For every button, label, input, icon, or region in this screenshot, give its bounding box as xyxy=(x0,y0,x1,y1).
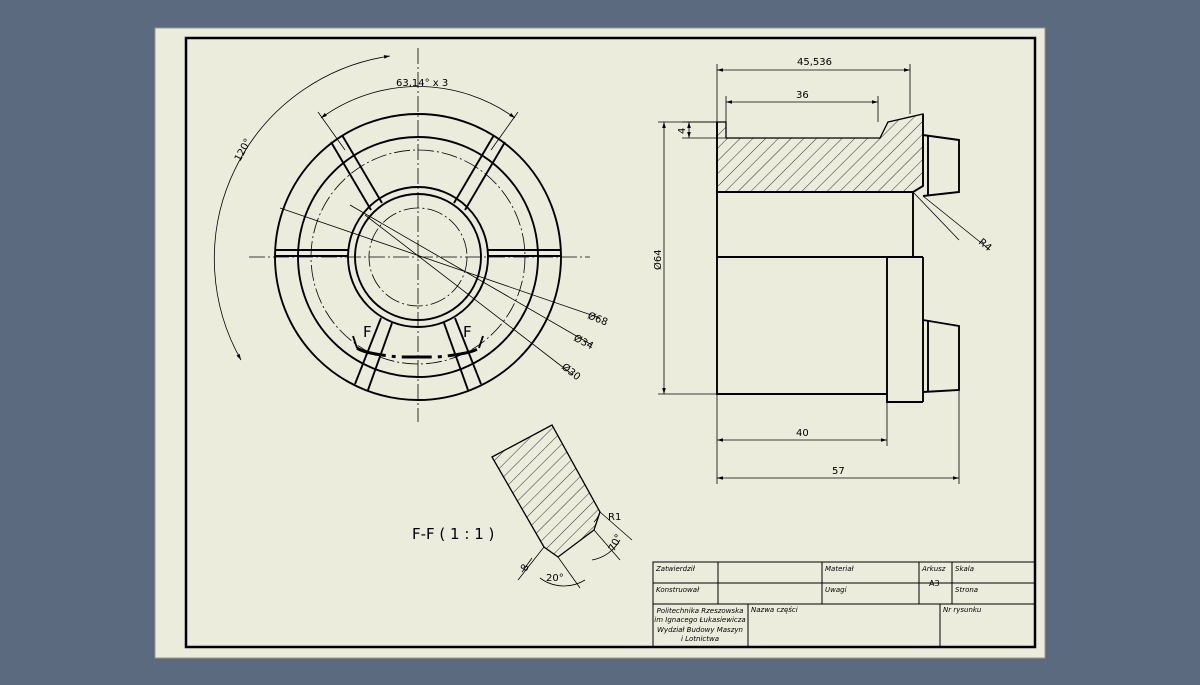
section-label-right: F xyxy=(463,323,472,341)
tb-strona: Strona xyxy=(955,586,978,594)
dim-angle-spokes: 63,14° x 3 xyxy=(396,78,448,89)
dim-width-45: 45,536 xyxy=(797,57,832,68)
tb-org-line1: Politechnika Rzeszowska xyxy=(657,607,744,615)
tb-nr: Nr rysunku xyxy=(943,606,982,614)
tb-konstruowal: Konstruował xyxy=(656,586,700,594)
tb-org-line4: i Lotnictwa xyxy=(681,635,719,643)
dim-angle-20: 20° xyxy=(546,573,564,584)
tb-arkusz: Arkusz xyxy=(921,565,946,573)
dim-step-4: 4 xyxy=(677,128,688,134)
dim-length-40: 40 xyxy=(796,428,809,439)
tb-nazwa: Nazwa części xyxy=(751,606,798,614)
tb-material: Materiał xyxy=(825,565,854,573)
dim-radius-r1: R1 xyxy=(608,512,621,523)
side-view: 45,536 36 4 Ø64 R4 40 57 xyxy=(652,57,993,484)
dim-d64: Ø64 xyxy=(652,249,664,270)
tb-skala: Skala xyxy=(955,565,974,573)
section-label-left: F xyxy=(363,323,372,341)
tb-arkusz-value: A3 xyxy=(929,579,940,588)
dim-width-36: 36 xyxy=(796,90,809,101)
dim-length-57: 57 xyxy=(832,466,845,477)
tb-org-line2: im Ignacego Łukasiewicza xyxy=(654,616,745,624)
tb-zatwierdzil: Zatwierdził xyxy=(655,565,696,573)
tb-org-line3: Wydział Budowy Maszyn xyxy=(657,626,743,634)
tb-uwagi: Uwagi xyxy=(825,586,847,594)
drawing-frame xyxy=(184,36,1037,649)
section-title: F-F ( 1 : 1 ) xyxy=(412,525,494,543)
dim-depth-8: 8 xyxy=(519,562,532,573)
title-block: Zatwierdził Konstruował Materiał Uwagi A… xyxy=(652,561,1036,648)
